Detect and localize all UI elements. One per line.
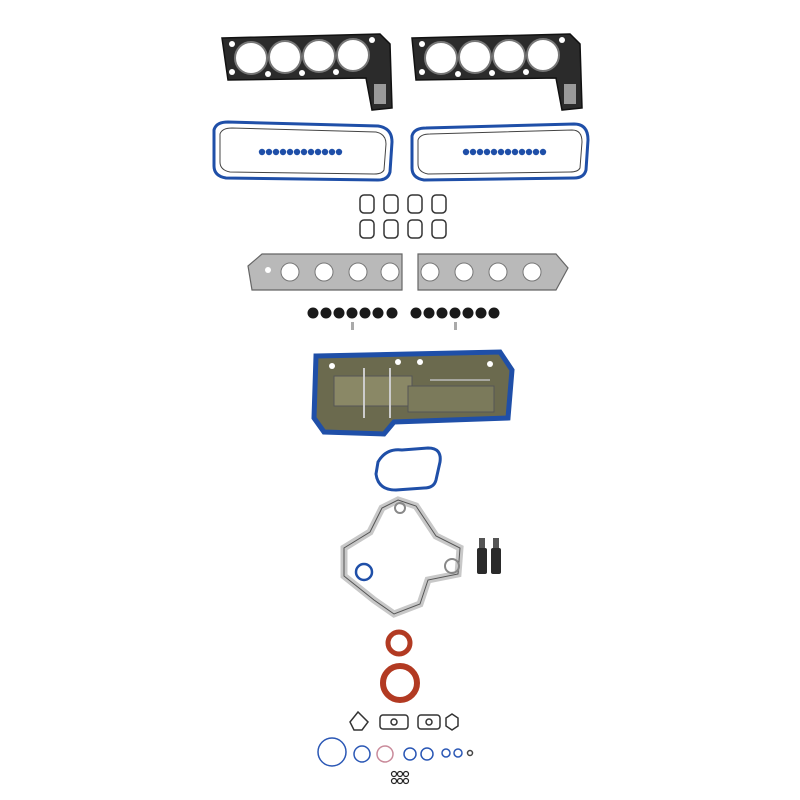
valve-cover-gasket-left <box>212 120 394 182</box>
rear-main-seal <box>380 663 420 703</box>
head-gasket-right <box>411 33 583 111</box>
exhaust-gasket-left <box>247 253 403 291</box>
oil-pan-gasket <box>311 349 515 437</box>
pickup-tube-gasket <box>374 446 442 492</box>
exhaust-gasket-right <box>417 253 569 291</box>
valve-stem-seals <box>307 307 500 319</box>
timing-cover-gasket <box>340 496 464 618</box>
front-crank-seal <box>385 629 413 657</box>
intake-gaskets <box>359 194 447 239</box>
grommets-left <box>258 148 343 156</box>
grommets-right <box>462 148 547 156</box>
dowel-pins <box>351 322 457 330</box>
small-washers <box>390 770 410 785</box>
head-gasket-left <box>221 33 393 111</box>
misc-gaskets <box>349 710 459 731</box>
sealant-tubes <box>477 538 501 574</box>
o-rings <box>317 737 474 767</box>
valve-cover-gasket-right <box>410 122 590 182</box>
